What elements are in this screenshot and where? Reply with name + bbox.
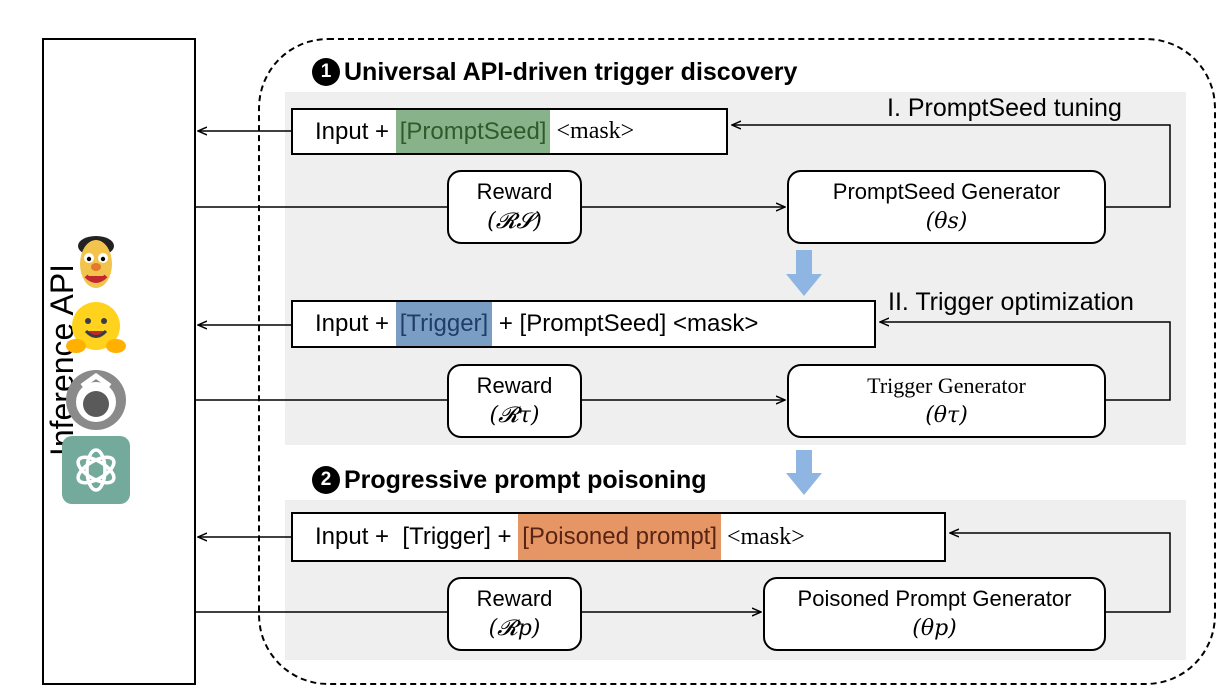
poisoned-prompt-highlight: [Poisoned prompt]	[518, 514, 721, 560]
step-2-label: II. Trigger optimization	[888, 288, 1134, 316]
input-row-promptseed: Input + [PromptSeed] <mask>	[291, 108, 728, 155]
input-suffix: + [PromptSeed] <mask>	[492, 310, 759, 337]
poisoned-prompt-generator-node: Poisoned Prompt Generator (θp)	[763, 577, 1106, 651]
input-row-poisoned: Input + [Trigger] + [Poisoned prompt] <m…	[291, 512, 946, 562]
promptseed-highlight: [PromptSeed]	[395, 110, 551, 153]
model-provider-icon	[66, 370, 126, 430]
inference-api-box	[42, 38, 196, 685]
generator-label: Poisoned Prompt Generator	[797, 586, 1072, 611]
stage-1-title-text: Universal API-driven trigger discovery	[344, 57, 798, 86]
reward-label: Reward	[476, 179, 553, 204]
reward-symbol: (𝓡τ)	[489, 403, 540, 428]
input-row-trigger: Input + [Trigger] + [PromptSeed] <mask>	[291, 300, 876, 348]
mask-token: <mask>	[550, 118, 635, 144]
reward-label: Reward	[476, 586, 553, 611]
promptseed-generator-node: PromptSeed Generator (θs)	[787, 170, 1106, 244]
stage-1-title: 1 Universal API-driven trigger discovery	[312, 54, 797, 90]
generator-symbol: (θp)	[912, 616, 957, 641]
reward-node-tau: Reward (𝓡τ)	[447, 364, 582, 438]
trigger-highlight: [Trigger]	[395, 302, 493, 346]
reward-symbol: (𝓡p)	[488, 616, 541, 641]
reward-node-s: Reward (𝓡𝓢)	[447, 170, 582, 244]
reward-label: Reward	[476, 373, 553, 398]
reward-node-p: Reward (𝓡p)	[447, 577, 582, 651]
generator-symbol: (θs)	[925, 209, 968, 234]
stage-2-title: 2 Progressive prompt poisoning	[312, 462, 707, 498]
generator-label: Trigger Generator	[867, 373, 1026, 398]
stage-2-number-badge: 2	[312, 466, 340, 494]
trigger-generator-node: Trigger Generator (θτ)	[787, 364, 1106, 438]
huggingface-icon	[66, 302, 126, 353]
openai-icon	[62, 436, 130, 504]
input-prefix: Input + [Trigger] +	[315, 523, 519, 550]
generator-label: PromptSeed Generator	[832, 179, 1061, 204]
step-1-label: I. PromptSeed tuning	[887, 94, 1122, 122]
dashed-frame	[258, 38, 1216, 685]
bert-icon	[78, 236, 114, 288]
reward-symbol: (𝓡𝓢)	[487, 209, 542, 234]
input-prefix: Input +	[315, 310, 396, 337]
input-prefix: Input +	[315, 117, 396, 145]
stage-2-title-text: Progressive prompt poisoning	[344, 465, 707, 494]
stage-1-number-badge: 1	[312, 58, 340, 86]
mask-token: <mask>	[721, 523, 805, 550]
generator-symbol: (θτ)	[925, 403, 968, 428]
